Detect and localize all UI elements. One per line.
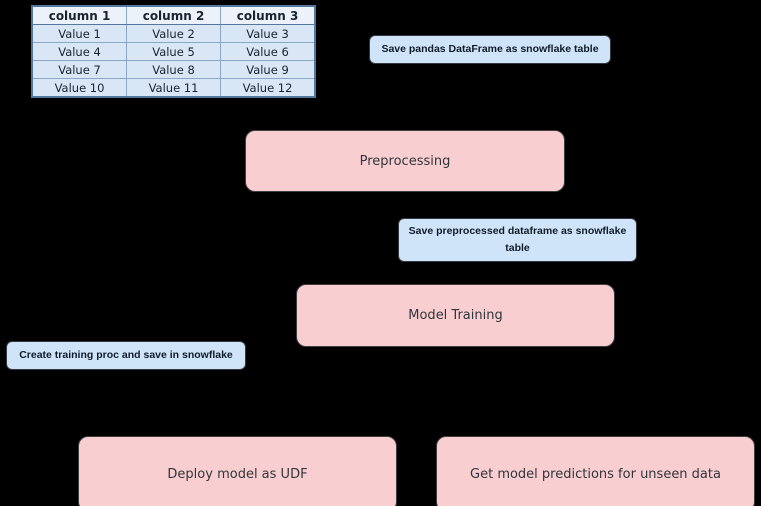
annotation-save-pandas-dataframe: Save pandas DataFrame as snowflake table	[369, 35, 611, 64]
step-model-training: Model Training	[296, 284, 615, 347]
table-cell: Value 11	[126, 78, 221, 98]
table-cell: Value 4	[31, 42, 127, 61]
table-header-row: column 1 column 2 column 3	[31, 5, 316, 25]
table-cell: Value 5	[126, 42, 221, 61]
table-cell: Value 6	[220, 42, 316, 61]
annotation-save-preprocessed-dataframe: Save preprocessed dataframe as snowflake…	[398, 218, 637, 262]
table-cell: Value 9	[220, 60, 316, 79]
table-cell: Value 7	[31, 60, 127, 79]
table-row: Value 10 Value 11 Value 12	[31, 78, 316, 98]
table-row: Value 7 Value 8 Value 9	[31, 60, 316, 79]
annotation-create-training-proc: Create training proc and save in snowfla…	[6, 341, 246, 370]
table-row: Value 1 Value 2 Value 3	[31, 24, 316, 43]
dataframe-table: column 1 column 2 column 3 Value 1 Value…	[31, 5, 316, 98]
table-cell: Value 10	[31, 78, 127, 98]
table-cell: Value 1	[31, 24, 127, 43]
step-preprocessing: Preprocessing	[245, 130, 565, 192]
table-cell: Value 2	[126, 24, 221, 43]
table-cell: Value 8	[126, 60, 221, 79]
table-header-cell: column 1	[31, 5, 127, 25]
step-get-model-predictions: Get model predictions for unseen data	[436, 436, 755, 506]
table-cell: Value 3	[220, 24, 316, 43]
table-header-cell: column 2	[126, 5, 221, 25]
table-header-cell: column 3	[220, 5, 316, 25]
table-cell: Value 12	[220, 78, 316, 98]
step-deploy-model-as-udf: Deploy model as UDF	[78, 436, 397, 506]
table-row: Value 4 Value 5 Value 6	[31, 42, 316, 61]
